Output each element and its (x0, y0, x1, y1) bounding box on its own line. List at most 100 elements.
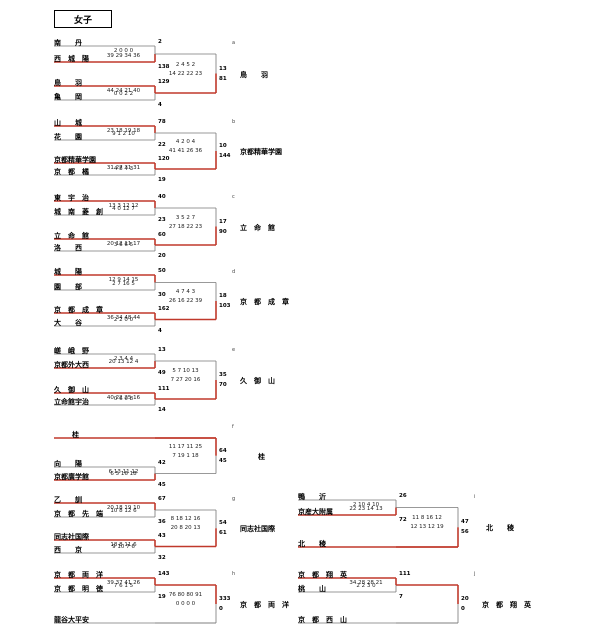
block-d-m1-bottom-score: 30 (158, 292, 166, 298)
block-g-m2-top-quarters: 18 8 11 6 (110, 542, 137, 548)
block-g-m2-bottom-team: 西 京 (54, 546, 82, 554)
block-c-label: c (232, 194, 235, 200)
block-e-m2-top-score: 111 (158, 386, 170, 392)
block-j-bye-team: 京 都 西 山 (298, 616, 347, 624)
block-h-m1-bottom-team: 京 都 明 徳 (54, 585, 103, 593)
block-a-m1-bottom-team: 西 城 陽 (54, 55, 89, 63)
block-e-m1-top-score: 13 (158, 347, 166, 353)
final-b-top-score: 10 (219, 143, 227, 149)
final-b-top-quarters: 4 2 0 4 (175, 139, 196, 145)
final-e-top-score: 35 (219, 372, 227, 378)
block-h-bye-team: 龍谷大平安 (54, 616, 89, 624)
block-d-m2-top-team: 京 都 成 章 (54, 306, 103, 314)
block-i-m1-top-score: 26 (399, 493, 407, 499)
final-f-bottom-score: 45 (219, 457, 227, 464)
block-d-m1-top-team: 城 陽 (54, 268, 82, 276)
block-c-m1-bottom-team: 城 南 菱 創 (54, 208, 103, 216)
block-g-m2-top-score: 43 (158, 533, 166, 539)
block-g-m1-bottom-quarters: 10 8 12 6 (110, 508, 137, 514)
block-g-m2-top-team: 同志社国際 (54, 533, 89, 541)
block-f-m1-top-team: 向 陽 (54, 460, 82, 468)
block-j-m1-top-quarters: 34 28 28 21 (349, 580, 383, 586)
block-a-m2-bottom-score: 4 (158, 102, 162, 108)
final-g-bottom-score: 61 (219, 530, 227, 537)
block-d-m1-top-quarters: 12 9 14 15 (108, 277, 139, 283)
final-c-bottom-score: 90 (219, 228, 227, 235)
final-g-top-quarters: 8 18 12 16 (170, 516, 201, 523)
final-b-bottom-score: 144 (219, 153, 231, 159)
final-j-top-score: 20 (461, 596, 469, 602)
block-e-m1-bottom-team: 京都外大西 (54, 361, 89, 369)
block-f-bye-team: 桂 (72, 431, 79, 439)
final-i-top-quarters: 11 8 16 12 (412, 515, 442, 522)
block-c-m1-top-team: 東 宇 治 (54, 194, 89, 202)
final-j-bottom-score: 0 (461, 606, 465, 612)
block-c-m1-bottom-quarters: 4 0 12 7 (112, 206, 135, 212)
final-f-bottom-quarters: 7 19 1 18 (172, 452, 199, 459)
block-f-m1-bottom-quarters: 6 5 16 18 (110, 471, 137, 477)
block-f-m1-bottom-team: 京都廣学館 (54, 473, 89, 481)
final-h-top-quarters: 76 80 80 91 (168, 592, 203, 598)
block-b-m2-bottom-score: 19 (158, 177, 166, 183)
block-b-m2-bottom-team: 京 都 橘 (54, 168, 89, 176)
block-c-m1-bottom-score: 23 (158, 217, 166, 223)
block-c-m2-bottom-quarters: 3 6 6 5 (113, 242, 134, 248)
block-e-winner: 久 御 山 (240, 377, 275, 385)
block-e-m2-bottom-quarters: 0 6 0 8 (113, 396, 134, 402)
block-i-bye-team: 北 稜 (298, 540, 326, 548)
block-d-m1-bottom-team: 園 部 (54, 283, 82, 291)
block-g-m1-top-score: 67 (158, 496, 166, 502)
block-g-m1-top-quarters: 20 18 19 10 (106, 505, 141, 511)
block-b-m1-top-quarters: 23 18 19 18 (106, 128, 141, 134)
block-j-m1-bottom-quarters: 2 2 3 0 (356, 583, 376, 589)
block-j-m1-bottom-team: 桃 山 (298, 585, 326, 593)
block-j-m1-top-team: 京 都 翔 英 (298, 571, 347, 579)
final-d-top-quarters: 4 7 4 3 (175, 289, 196, 295)
block-i-label: i (474, 493, 476, 500)
final-a-bottom-quarters: 14 22 22 23 (168, 70, 203, 77)
block-h-m1-bottom-quarters: 7 6 1 5 (113, 583, 134, 589)
block-g-m2-bottom-score: 32 (158, 555, 166, 561)
block-f-m1-top-score: 42 (158, 460, 166, 466)
block-e-m2-bottom-team: 立命館宇治 (54, 398, 89, 406)
block-j-m1-top-score: 111 (399, 571, 411, 577)
block-i-winner: 北 稜 (486, 524, 514, 533)
block-a-m2-bottom-team: 亀 岡 (54, 93, 82, 101)
block-g-m1-top-team: 乙 訓 (54, 496, 82, 504)
final-e-top-quarters: 5 7 10 13 (172, 368, 199, 374)
final-h-top-score: 333 (219, 596, 231, 602)
block-d-m1-top-score: 50 (158, 268, 166, 274)
block-e-m2-top-quarters: 40 22 25 16 (106, 395, 141, 401)
final-g-top-score: 54 (219, 520, 227, 527)
block-c-m1-top-quarters: 13 3 12 12 (108, 203, 139, 209)
block-b-label: b (232, 119, 236, 125)
final-c-top-score: 17 (219, 218, 227, 225)
block-b-m2-top-quarters: 31 27 31 31 (106, 165, 141, 171)
final-i-bottom-score: 56 (461, 529, 469, 536)
final-f-top-quarters: 11 17 11 25 (168, 443, 203, 450)
block-b-m2-top-team: 京都精華学園 (54, 156, 96, 164)
block-b-m1-bottom-quarters: 9 1 2 10 (112, 131, 135, 137)
block-h-m1-top-team: 京 都 両 洋 (54, 571, 103, 579)
block-a-winner: 鳥 羽 (240, 70, 268, 79)
block-h-m1-top-quarters: 39 37 41 26 (106, 580, 141, 586)
block-b-m1-bottom-score: 22 (158, 142, 166, 148)
block-b-m2-top-score: 120 (158, 156, 170, 162)
block-c-winner: 立 命 館 (240, 223, 275, 232)
block-h-label: h (232, 571, 236, 577)
final-d-top-score: 18 (219, 293, 227, 299)
block-c-m1-top-score: 40 (158, 194, 166, 200)
block-e-m1-top-team: 嵯 峨 野 (54, 347, 89, 355)
block-c-m2-bottom-team: 洛 西 (54, 244, 82, 252)
block-i-m1-bottom-score: 72 (399, 517, 407, 523)
block-g-winner: 同志社国際 (240, 525, 275, 534)
block-f-winner: 桂 (258, 452, 265, 461)
block-b-winner: 京都精華学園 (240, 148, 282, 156)
final-a-bottom-score: 81 (219, 75, 227, 82)
block-g-m1-bottom-team: 京 都 先 端 (54, 510, 103, 518)
block-g-label: g (232, 496, 236, 502)
block-a-m2-bottom-quarters: 0 0 2 2 (113, 91, 134, 97)
block-b-m2-bottom-quarters: 4 8 4 3 (113, 166, 134, 172)
